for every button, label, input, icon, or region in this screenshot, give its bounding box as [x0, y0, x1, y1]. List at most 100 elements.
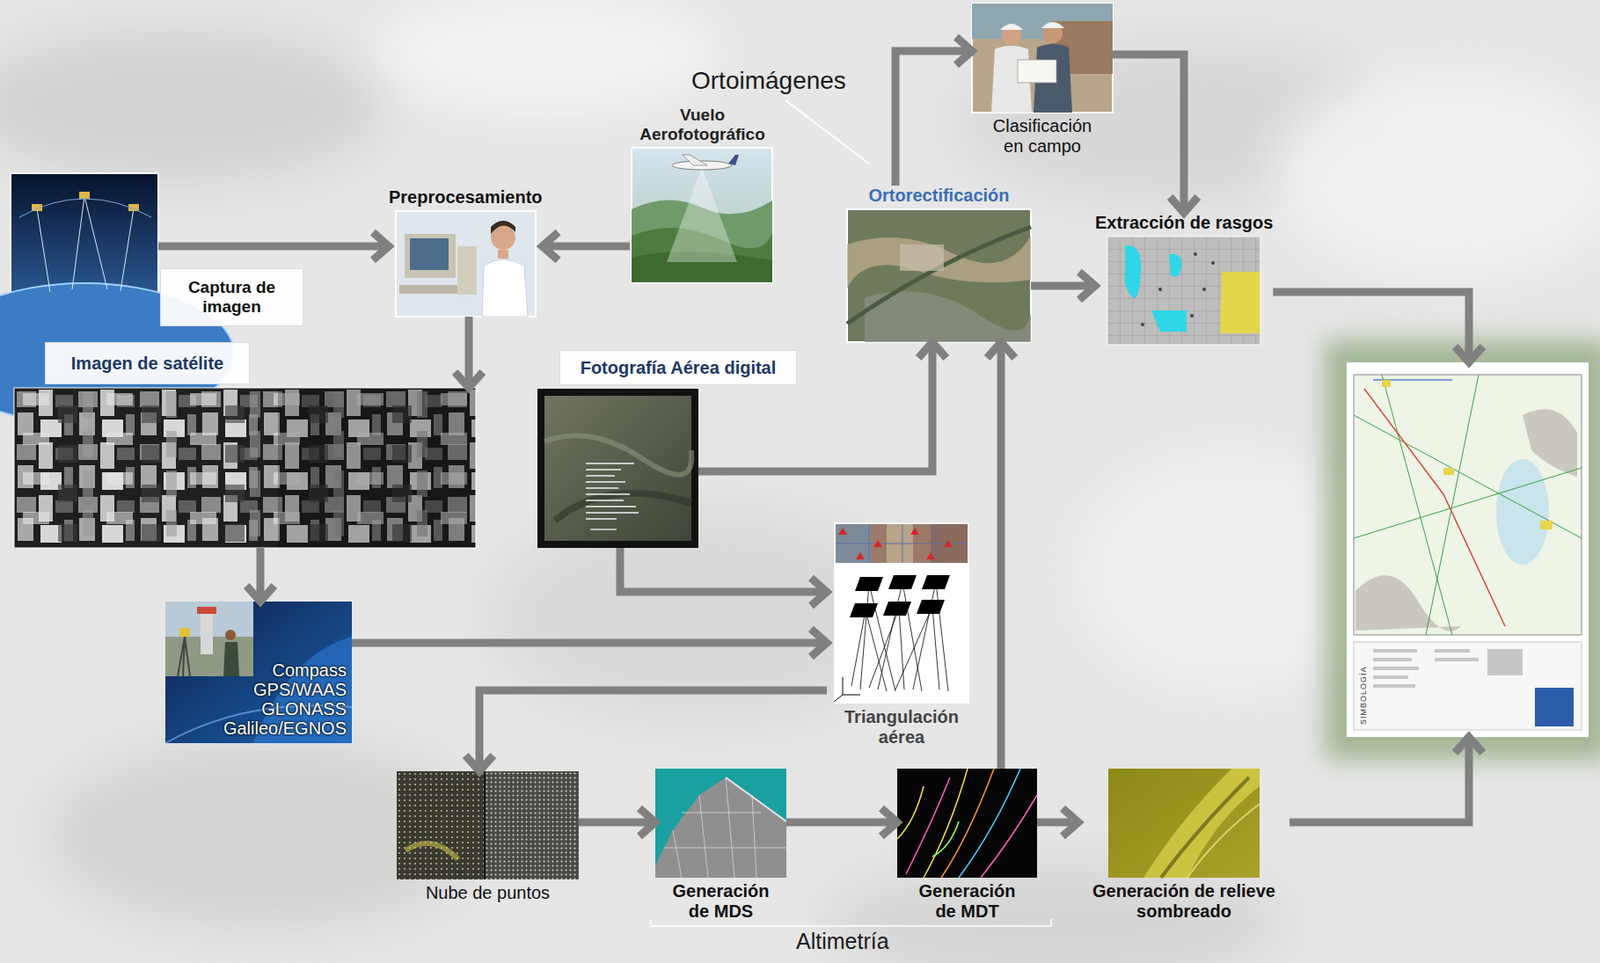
satellite-city-picture-part	[14, 387, 476, 548]
arrow-head	[542, 232, 559, 261]
field-classification-node: Clasificación en campo	[971, 3, 1113, 157]
arrow-line	[1112, 54, 1184, 213]
terrain-model-picture-part-part	[980, 795, 1038, 878]
node-text: SIMBOLOGÍA	[1358, 665, 1368, 725]
flow-arrow	[895, 36, 972, 186]
terrain-model-picture-part-part	[905, 777, 950, 875]
aerial-flight-picture	[631, 147, 773, 283]
field-survey-picture-part	[1041, 21, 1065, 29]
flow-arrow	[158, 232, 389, 261]
topographic-map-picture-part	[1353, 374, 1582, 636]
feature-extraction-picture-part	[1220, 271, 1261, 334]
node-text: Vuelo Aerofotográfico	[629, 105, 775, 145]
gnss-node: Compass GPS/WAAS GLONASS Galileo/EGNOS	[165, 601, 352, 744]
gnss-picture-part	[177, 636, 190, 677]
orthoimage-picture-part	[847, 209, 1031, 343]
picture-frame	[833, 522, 970, 704]
operator-picture-part	[404, 233, 456, 278]
picture-frame	[395, 211, 536, 317]
node-text: Generación de relieve sombreado	[1078, 881, 1290, 922]
arrow-head	[810, 628, 827, 658]
node-text: Ortorectificación	[868, 185, 1009, 206]
topographic-map-picture-part	[1534, 687, 1574, 727]
aerotriangulation-picture-part-part	[873, 540, 883, 548]
arrow-head	[810, 577, 827, 607]
satellite-capture-picture-part	[36, 196, 134, 293]
topographic-map-picture-part	[1381, 379, 1553, 530]
surface-model-picture-part	[655, 777, 787, 878]
operator-picture-part	[395, 211, 536, 317]
topographic-map-picture-part-part	[1381, 379, 1391, 388]
terrain-model-picture-part-part	[897, 786, 924, 840]
map-glow	[1324, 339, 1600, 760]
feature-extraction-picture-part-part	[1140, 322, 1145, 327]
point-cloud-picture-part	[484, 771, 579, 880]
arrow-line	[1289, 737, 1469, 823]
picture-frame	[632, 147, 774, 283]
feature-extraction-picture-part	[1151, 310, 1187, 332]
point-cloud-node: Nube de puntos	[396, 771, 579, 904]
flow-arrow	[786, 808, 898, 837]
arrow-head	[1079, 271, 1096, 300]
gnss-picture-part	[200, 610, 213, 655]
feature-extraction-picture-part-part	[1193, 252, 1198, 256]
point-cloud-picture-part	[396, 771, 485, 880]
node-text: Nube de puntos	[425, 883, 550, 904]
flow-arrow	[578, 808, 656, 837]
arrow-head	[881, 808, 898, 837]
flow-arrow	[1272, 292, 1484, 363]
topographic-map-picture-part-part	[1373, 675, 1409, 680]
point-cloud-picture-part	[405, 843, 459, 860]
feature-extraction-picture-part-part	[1158, 287, 1162, 292]
hillshade-picture-part	[1161, 777, 1250, 878]
field-survey-picture-part	[1017, 59, 1057, 83]
label-box: Captura de imagen	[160, 268, 304, 327]
topographic-map-picture-part	[1346, 362, 1589, 738]
picture-frame	[897, 768, 1038, 878]
field-survey-picture-part	[971, 3, 1113, 113]
feature-extraction-picture-part	[1107, 236, 1261, 345]
point-cloud-picture-part	[396, 771, 579, 880]
arrow-line	[786, 818, 898, 827]
arrow-line	[465, 316, 474, 388]
hillshade-picture	[1108, 768, 1260, 878]
satellite-city-picture-part	[14, 387, 476, 548]
section-label: Ortoimágenes	[691, 66, 847, 95]
flow-arrow	[1289, 737, 1484, 823]
topographic-map-picture-part	[1353, 642, 1582, 731]
topographic-map-picture-part	[1522, 409, 1578, 477]
gnss-picture-part	[197, 606, 217, 614]
flow-arrow	[454, 316, 483, 388]
topographic-map-picture-part-part	[1443, 467, 1454, 475]
arrow-line	[542, 242, 630, 251]
node-text: Generación de MDT	[910, 881, 1025, 922]
node-text: Captura de imagen	[168, 277, 296, 317]
topographic-map-picture-part	[1353, 374, 1582, 636]
triangulation-node: Triangulación aérea	[826, 522, 977, 748]
node-text: Extracción de rasgos	[1095, 212, 1273, 234]
node-text: Preprocesamiento	[388, 187, 543, 208]
hillshade-node: Generación de relieve sombreado	[1078, 768, 1290, 922]
feature-extraction-picture-part	[1140, 252, 1215, 327]
picture-frame: SIMBOLOGÍA	[1346, 362, 1589, 738]
node-text: Triangulación aérea	[826, 707, 977, 748]
section-label: Altimetría	[796, 928, 890, 955]
flow-arrow	[1030, 271, 1096, 300]
aerotriangulation-picture-part	[833, 677, 861, 702]
arrow-head	[465, 755, 494, 772]
gnss-picture-part	[165, 601, 254, 677]
picture-frame: Captura de imagen	[10, 173, 159, 305]
satellite-capture-picture-part	[79, 191, 90, 199]
topographic-map-picture-part-part	[1373, 649, 1418, 653]
aerotriangulation-picture-part	[835, 524, 968, 563]
feature-extraction-picture-part-part	[1190, 314, 1194, 318]
arrow-line	[895, 51, 972, 186]
aerotriangulation-picture-part-part	[910, 527, 920, 535]
arrow-line	[351, 639, 827, 648]
operator-picture	[395, 211, 536, 317]
flow-arrow	[986, 342, 1016, 769]
flow-arrow	[1112, 54, 1199, 213]
aerotriangulation-picture-part	[838, 527, 953, 560]
